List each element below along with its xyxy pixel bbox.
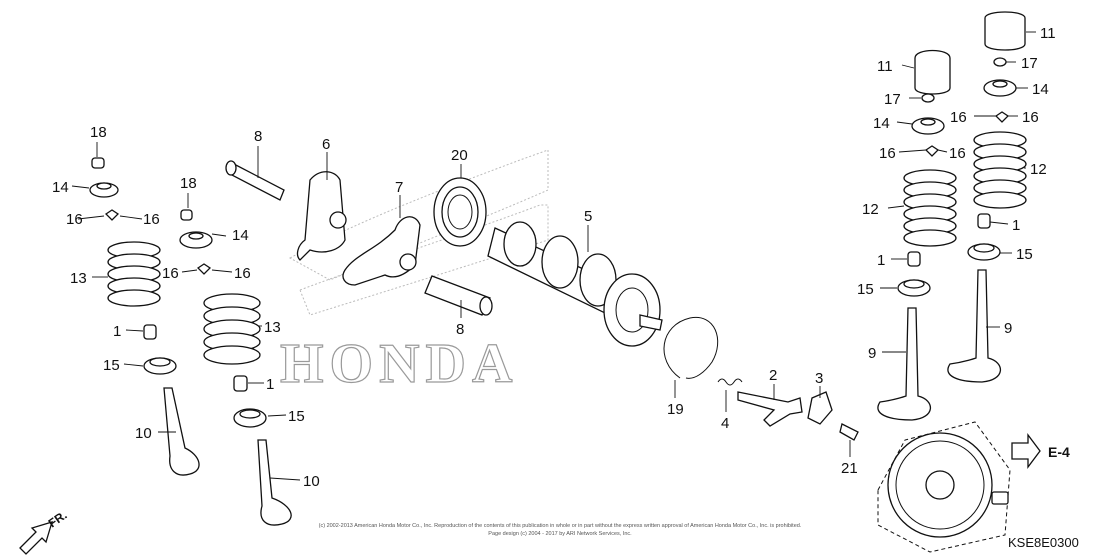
watermark-text: HONDA <box>280 333 518 395</box>
spring-4 <box>717 378 743 386</box>
callout-19[interactable]: 19 <box>667 401 684 418</box>
circlip-19 <box>663 316 719 379</box>
callout-5[interactable]: 5 <box>584 208 592 225</box>
callout-18a[interactable]: 18 <box>90 124 107 141</box>
bearing-20 <box>433 177 487 247</box>
callout-7[interactable]: 7 <box>395 179 403 196</box>
callout-16d-left[interactable]: 16 <box>950 109 967 126</box>
callout-15a[interactable]: 15 <box>103 357 120 374</box>
callout-14d[interactable]: 14 <box>1032 81 1049 98</box>
callout-18b[interactable]: 18 <box>180 175 197 192</box>
camshaft-5 <box>487 221 663 347</box>
callout-numbers: 18 14 16 16 13 1 15 10 18 14 16 16 13 1 … <box>52 25 1056 490</box>
reference-label[interactable]: E-4 <box>1048 444 1070 460</box>
callout-11b[interactable]: 11 <box>1040 25 1056 42</box>
callout-14a[interactable]: 14 <box>52 179 69 196</box>
callout-17b[interactable]: 17 <box>1021 55 1038 72</box>
right-valve-group-a <box>877 49 957 421</box>
valve-9a <box>877 307 932 421</box>
decompressor-parts <box>717 378 859 441</box>
callout-8b[interactable]: 8 <box>456 321 464 338</box>
callout-1b[interactable]: 1 <box>266 376 274 393</box>
callout-14b[interactable]: 14 <box>232 227 249 244</box>
callout-12b[interactable]: 12 <box>1030 161 1047 178</box>
rocker-arm-7 <box>342 216 421 286</box>
callout-20[interactable]: 20 <box>451 147 468 164</box>
callout-13b[interactable]: 13 <box>264 319 281 336</box>
callout-16a-right[interactable]: 16 <box>143 211 160 228</box>
reference-arrow-e4[interactable]: E-4 <box>1011 433 1070 469</box>
rocker-arm-6 <box>296 171 346 261</box>
valve-cotter-18a <box>91 157 105 169</box>
spring-13a <box>107 241 161 307</box>
callout-17a[interactable]: 17 <box>884 91 901 108</box>
callout-9b[interactable]: 9 <box>1004 320 1012 337</box>
front-direction-arrow: FR. <box>19 508 70 555</box>
callout-16a-left[interactable]: 16 <box>66 211 83 228</box>
callout-11a[interactable]: 11 <box>877 58 893 75</box>
callout-1c[interactable]: 1 <box>877 252 885 269</box>
callout-21[interactable]: 21 <box>841 460 858 477</box>
callout-3[interactable]: 3 <box>815 370 823 387</box>
callout-16d-right[interactable]: 16 <box>1022 109 1039 126</box>
callout-1a[interactable]: 1 <box>113 323 121 340</box>
diagram-code: KSE8E0300 <box>1008 535 1079 550</box>
valve-10a <box>163 387 200 476</box>
right-valve-group-b <box>947 11 1027 383</box>
copyright-line-2: Page design (c) 2004 - 2017 by ARI Netwo… <box>488 531 632 537</box>
valve-10b <box>257 439 292 526</box>
weight-2 <box>737 391 803 427</box>
callout-13a[interactable]: 13 <box>70 270 87 287</box>
holder-3 <box>807 391 833 425</box>
callout-4[interactable]: 4 <box>721 415 729 432</box>
callout-16c-left[interactable]: 16 <box>879 145 896 162</box>
callout-6[interactable]: 6 <box>322 136 330 153</box>
seal-1a <box>143 324 157 340</box>
honda-watermark: HONDA <box>279 149 549 396</box>
callout-14c[interactable]: 14 <box>873 115 890 132</box>
spring-12b <box>973 131 1027 209</box>
callout-16b-right[interactable]: 16 <box>234 265 251 282</box>
cam-sprocket <box>877 421 1011 553</box>
callout-10a[interactable]: 10 <box>135 425 152 442</box>
spring-12a <box>903 169 957 247</box>
sprocket-bolt <box>991 491 1009 505</box>
bolt-21 <box>839 423 859 441</box>
rocker-shaft-8b <box>424 275 491 316</box>
tappet-11b <box>984 11 1026 51</box>
callout-2[interactable]: 2 <box>769 367 777 384</box>
callout-15c[interactable]: 15 <box>857 281 874 298</box>
callout-16c-right[interactable]: 16 <box>949 145 966 162</box>
callout-15b[interactable]: 15 <box>288 408 305 425</box>
callout-9a[interactable]: 9 <box>868 345 876 362</box>
callout-16b-left[interactable]: 16 <box>162 265 179 282</box>
callout-10b[interactable]: 10 <box>303 473 320 490</box>
left-valve-group-b <box>179 209 292 526</box>
cotter-16a <box>104 209 120 221</box>
copyright-line-1: (c) 2002-2013 American Honda Motor Co., … <box>319 523 802 529</box>
callout-12a[interactable]: 12 <box>862 201 879 218</box>
tappet-11a <box>914 49 951 95</box>
leader-lines <box>71 31 1036 481</box>
callout-8a[interactable]: 8 <box>254 128 262 145</box>
spring-13b <box>203 293 261 365</box>
callout-1d[interactable]: 1 <box>1012 217 1020 234</box>
left-valve-group-a <box>89 157 200 476</box>
valve-9b <box>947 269 1002 383</box>
callout-15d[interactable]: 15 <box>1016 246 1033 263</box>
rocker-assembly <box>225 160 493 316</box>
